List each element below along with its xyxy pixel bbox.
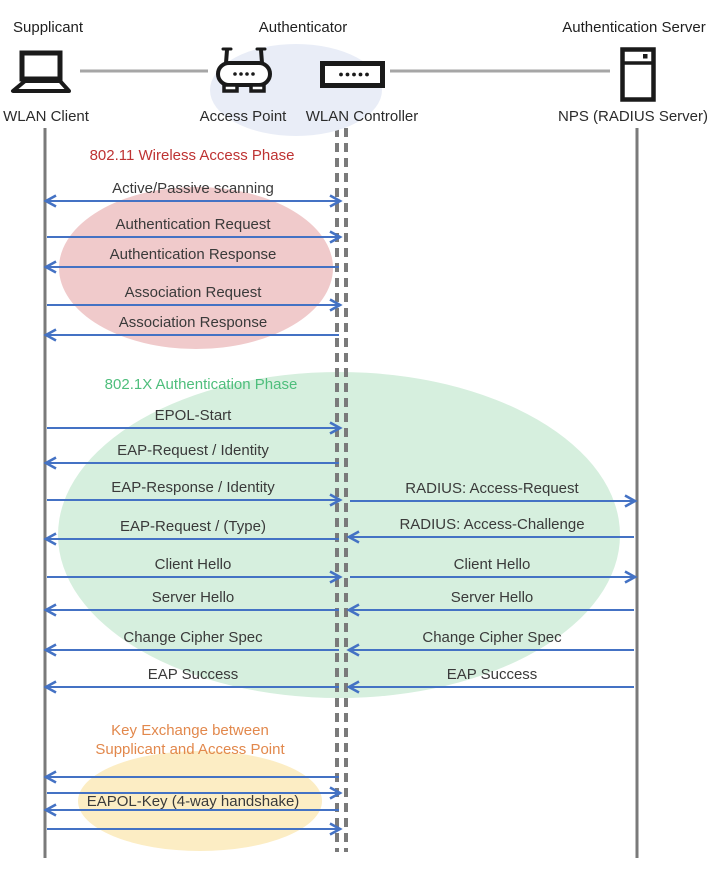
role-supplicant: Supplicant	[13, 19, 84, 36]
arrowhead-icon	[329, 786, 343, 800]
node-label-wlan-client: WLAN Client	[3, 108, 89, 125]
wlan-controller-icon	[320, 61, 385, 93]
arrowhead-icon	[624, 494, 638, 508]
role-authentication-server: Authentication Server	[562, 19, 706, 36]
node-label-wlan-controller: WLAN Controller	[305, 108, 419, 125]
message-arrow	[43, 680, 339, 694]
message-arrow	[346, 680, 634, 694]
message-arrow	[43, 260, 339, 274]
arrowhead-icon	[43, 643, 57, 657]
arrowhead-icon	[329, 230, 343, 244]
node-label-access-point: Access Point	[199, 108, 287, 125]
arrowhead-icon	[329, 570, 343, 584]
arrowhead-icon	[43, 260, 57, 274]
message-arrow	[47, 570, 343, 584]
message-arrow	[47, 786, 343, 800]
arrowhead-icon	[346, 643, 360, 657]
arrowhead-icon	[43, 803, 57, 817]
arrowhead-icon	[329, 421, 343, 435]
message-arrow	[346, 530, 634, 544]
message-arrow	[43, 643, 339, 657]
message-arrow	[43, 532, 339, 546]
message-arrow	[47, 421, 343, 435]
message-arrow	[47, 298, 343, 312]
message-arrow	[43, 603, 339, 617]
arrowhead-icon	[43, 532, 57, 546]
arrowhead-icon	[624, 570, 638, 584]
arrowhead-icon	[346, 530, 360, 544]
phase-ellipse	[78, 751, 322, 851]
arrowhead-icon	[329, 493, 343, 507]
message-arrow	[43, 770, 339, 784]
server-icon	[620, 47, 656, 107]
arrowhead-icon	[43, 770, 57, 784]
laptop-icon	[10, 50, 74, 99]
message-arrow	[47, 230, 343, 244]
message-arrow	[47, 822, 343, 836]
arrowhead-icon	[43, 603, 57, 617]
arrowhead-icon	[329, 822, 343, 836]
message-arrow	[346, 603, 634, 617]
access-point-icon	[214, 47, 274, 100]
message-arrow	[43, 803, 339, 817]
message-arrow	[47, 493, 343, 507]
message-arrow	[346, 643, 634, 657]
arrowhead-icon	[43, 194, 57, 208]
arrowhead-icon	[43, 456, 57, 470]
message-arrow	[43, 456, 339, 470]
message-arrow	[350, 570, 638, 584]
arrowhead-icon	[346, 680, 360, 694]
arrowhead-icon	[346, 603, 360, 617]
node-label-nps-radius-server: NPS (RADIUS Server)	[557, 108, 709, 125]
arrowhead-icon	[43, 680, 57, 694]
arrowhead-icon	[43, 328, 57, 342]
message-arrow	[350, 494, 638, 508]
arrowhead-icon	[329, 194, 343, 208]
role-authenticator: Authenticator	[258, 19, 348, 36]
arrowhead-icon	[329, 298, 343, 312]
message-arrow	[43, 328, 339, 342]
message-arrow	[43, 194, 343, 208]
